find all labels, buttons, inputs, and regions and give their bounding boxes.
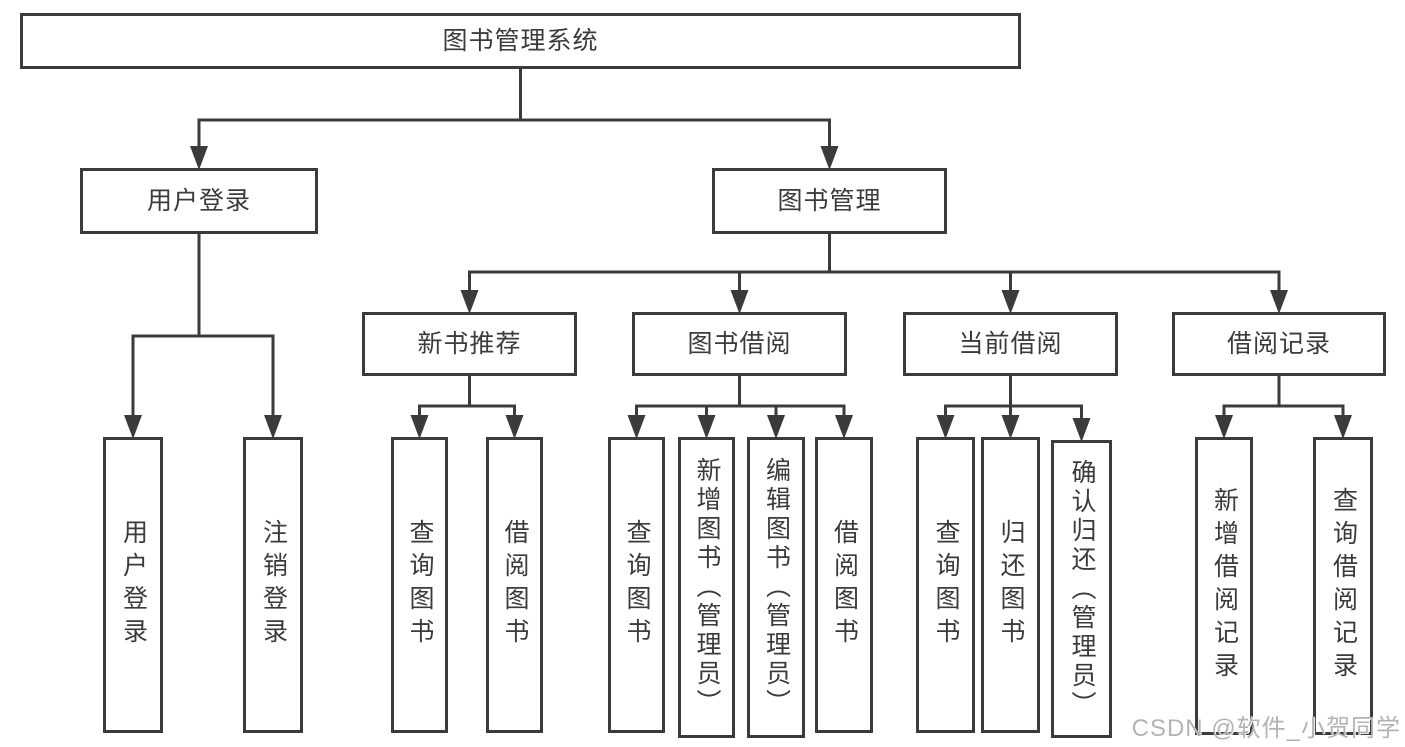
node-cb-return-book: 归还图书 xyxy=(981,437,1040,733)
arrow-down-icon-nb-borrow-book xyxy=(505,415,524,439)
node-book-management: 图书管理 xyxy=(712,168,947,234)
node-label-cb-confirm-return: 确认归还（管理员） xyxy=(1068,458,1096,720)
node-br-add-record: 新增借阅记录 xyxy=(1195,437,1253,735)
arrow-down-icon-user-login-group xyxy=(190,146,208,170)
node-label-br-add-record: 新增借阅记录 xyxy=(1210,487,1239,685)
arrow-down-icon-user-login xyxy=(124,415,142,439)
arrow-down-icon-borrow-records xyxy=(1270,290,1288,314)
node-label-book-management: 图书管理 xyxy=(777,186,882,215)
node-label-user-login-group: 用户登录 xyxy=(146,186,251,215)
arrow-down-icon-nb-query-book xyxy=(410,415,429,439)
node-book-borrow: 图书借阅 xyxy=(632,312,847,376)
node-label-br-query-record: 查询借阅记录 xyxy=(1329,487,1358,685)
node-nb-query-book: 查询图书 xyxy=(391,437,448,733)
node-label-user-login: 用户登录 xyxy=(119,519,148,651)
node-label-borrow-records: 借阅记录 xyxy=(1226,329,1331,358)
arrow-down-icon-bb-edit-book xyxy=(767,415,785,439)
arrow-down-icon-br-query-record xyxy=(1334,415,1352,439)
watermark: CSDN @软件_小贺同学 xyxy=(1131,715,1401,742)
node-label-nb-query-book: 查询图书 xyxy=(406,519,434,651)
node-bb-query-book: 查询图书 xyxy=(608,437,665,733)
node-logout: 注销登录 xyxy=(243,437,303,733)
node-borrow-records: 借阅记录 xyxy=(1172,312,1386,376)
node-cb-confirm-return: 确认归还（管理员） xyxy=(1051,440,1112,738)
node-bb-edit-book: 编辑图书（管理员） xyxy=(747,437,805,738)
node-nb-borrow-book: 借阅图书 xyxy=(486,437,543,733)
node-label-cb-return-book: 归还图书 xyxy=(997,519,1025,651)
node-cb-query-book: 查询图书 xyxy=(916,437,975,733)
arrow-down-icon-br-add-record xyxy=(1215,415,1233,439)
arrow-down-icon-bb-query-book xyxy=(627,415,646,439)
node-user-login: 用户登录 xyxy=(103,437,163,733)
arrow-down-icon-logout xyxy=(264,415,282,439)
node-label-current-borrow: 当前借阅 xyxy=(958,329,1063,358)
node-label-root: 图书管理系统 xyxy=(442,26,599,55)
node-label-bb-borrow-book: 借阅图书 xyxy=(830,519,859,651)
node-user-login-group: 用户登录 xyxy=(80,168,318,234)
node-current-borrow: 当前借阅 xyxy=(903,312,1118,376)
arrow-down-icon-book-management xyxy=(820,146,839,170)
node-label-new-book-rec: 新书推荐 xyxy=(417,329,522,358)
arrow-down-icon-cb-return-book xyxy=(1001,415,1020,439)
node-label-book-borrow: 图书借阅 xyxy=(687,329,792,358)
node-root: 图书管理系统 xyxy=(20,13,1021,69)
arrow-down-icon-bb-borrow-book xyxy=(835,415,853,439)
node-label-nb-borrow-book: 借阅图书 xyxy=(501,519,529,651)
node-label-bb-edit-book: 编辑图书（管理员） xyxy=(762,457,791,718)
node-bb-add-book: 新增图书（管理员） xyxy=(678,437,735,738)
arrow-down-icon-bb-add-book xyxy=(697,415,716,439)
node-br-query-record: 查询借阅记录 xyxy=(1313,437,1373,735)
arrow-down-icon-current-borrow xyxy=(1001,290,1020,314)
node-label-bb-query-book: 查询图书 xyxy=(623,519,651,651)
arrow-down-icon-new-book-rec xyxy=(460,290,479,314)
arrow-down-icon-book-borrow xyxy=(730,290,749,314)
node-label-cb-query-book: 查询图书 xyxy=(932,519,960,651)
arrow-down-icon-cb-confirm-return xyxy=(1072,418,1091,442)
arrow-down-icon-cb-query-book xyxy=(936,415,955,439)
node-label-bb-add-book: 新增图书（管理员） xyxy=(693,457,721,718)
node-label-logout: 注销登录 xyxy=(259,519,288,651)
node-bb-borrow-book: 借阅图书 xyxy=(815,437,873,733)
node-new-book-rec: 新书推荐 xyxy=(362,312,577,376)
